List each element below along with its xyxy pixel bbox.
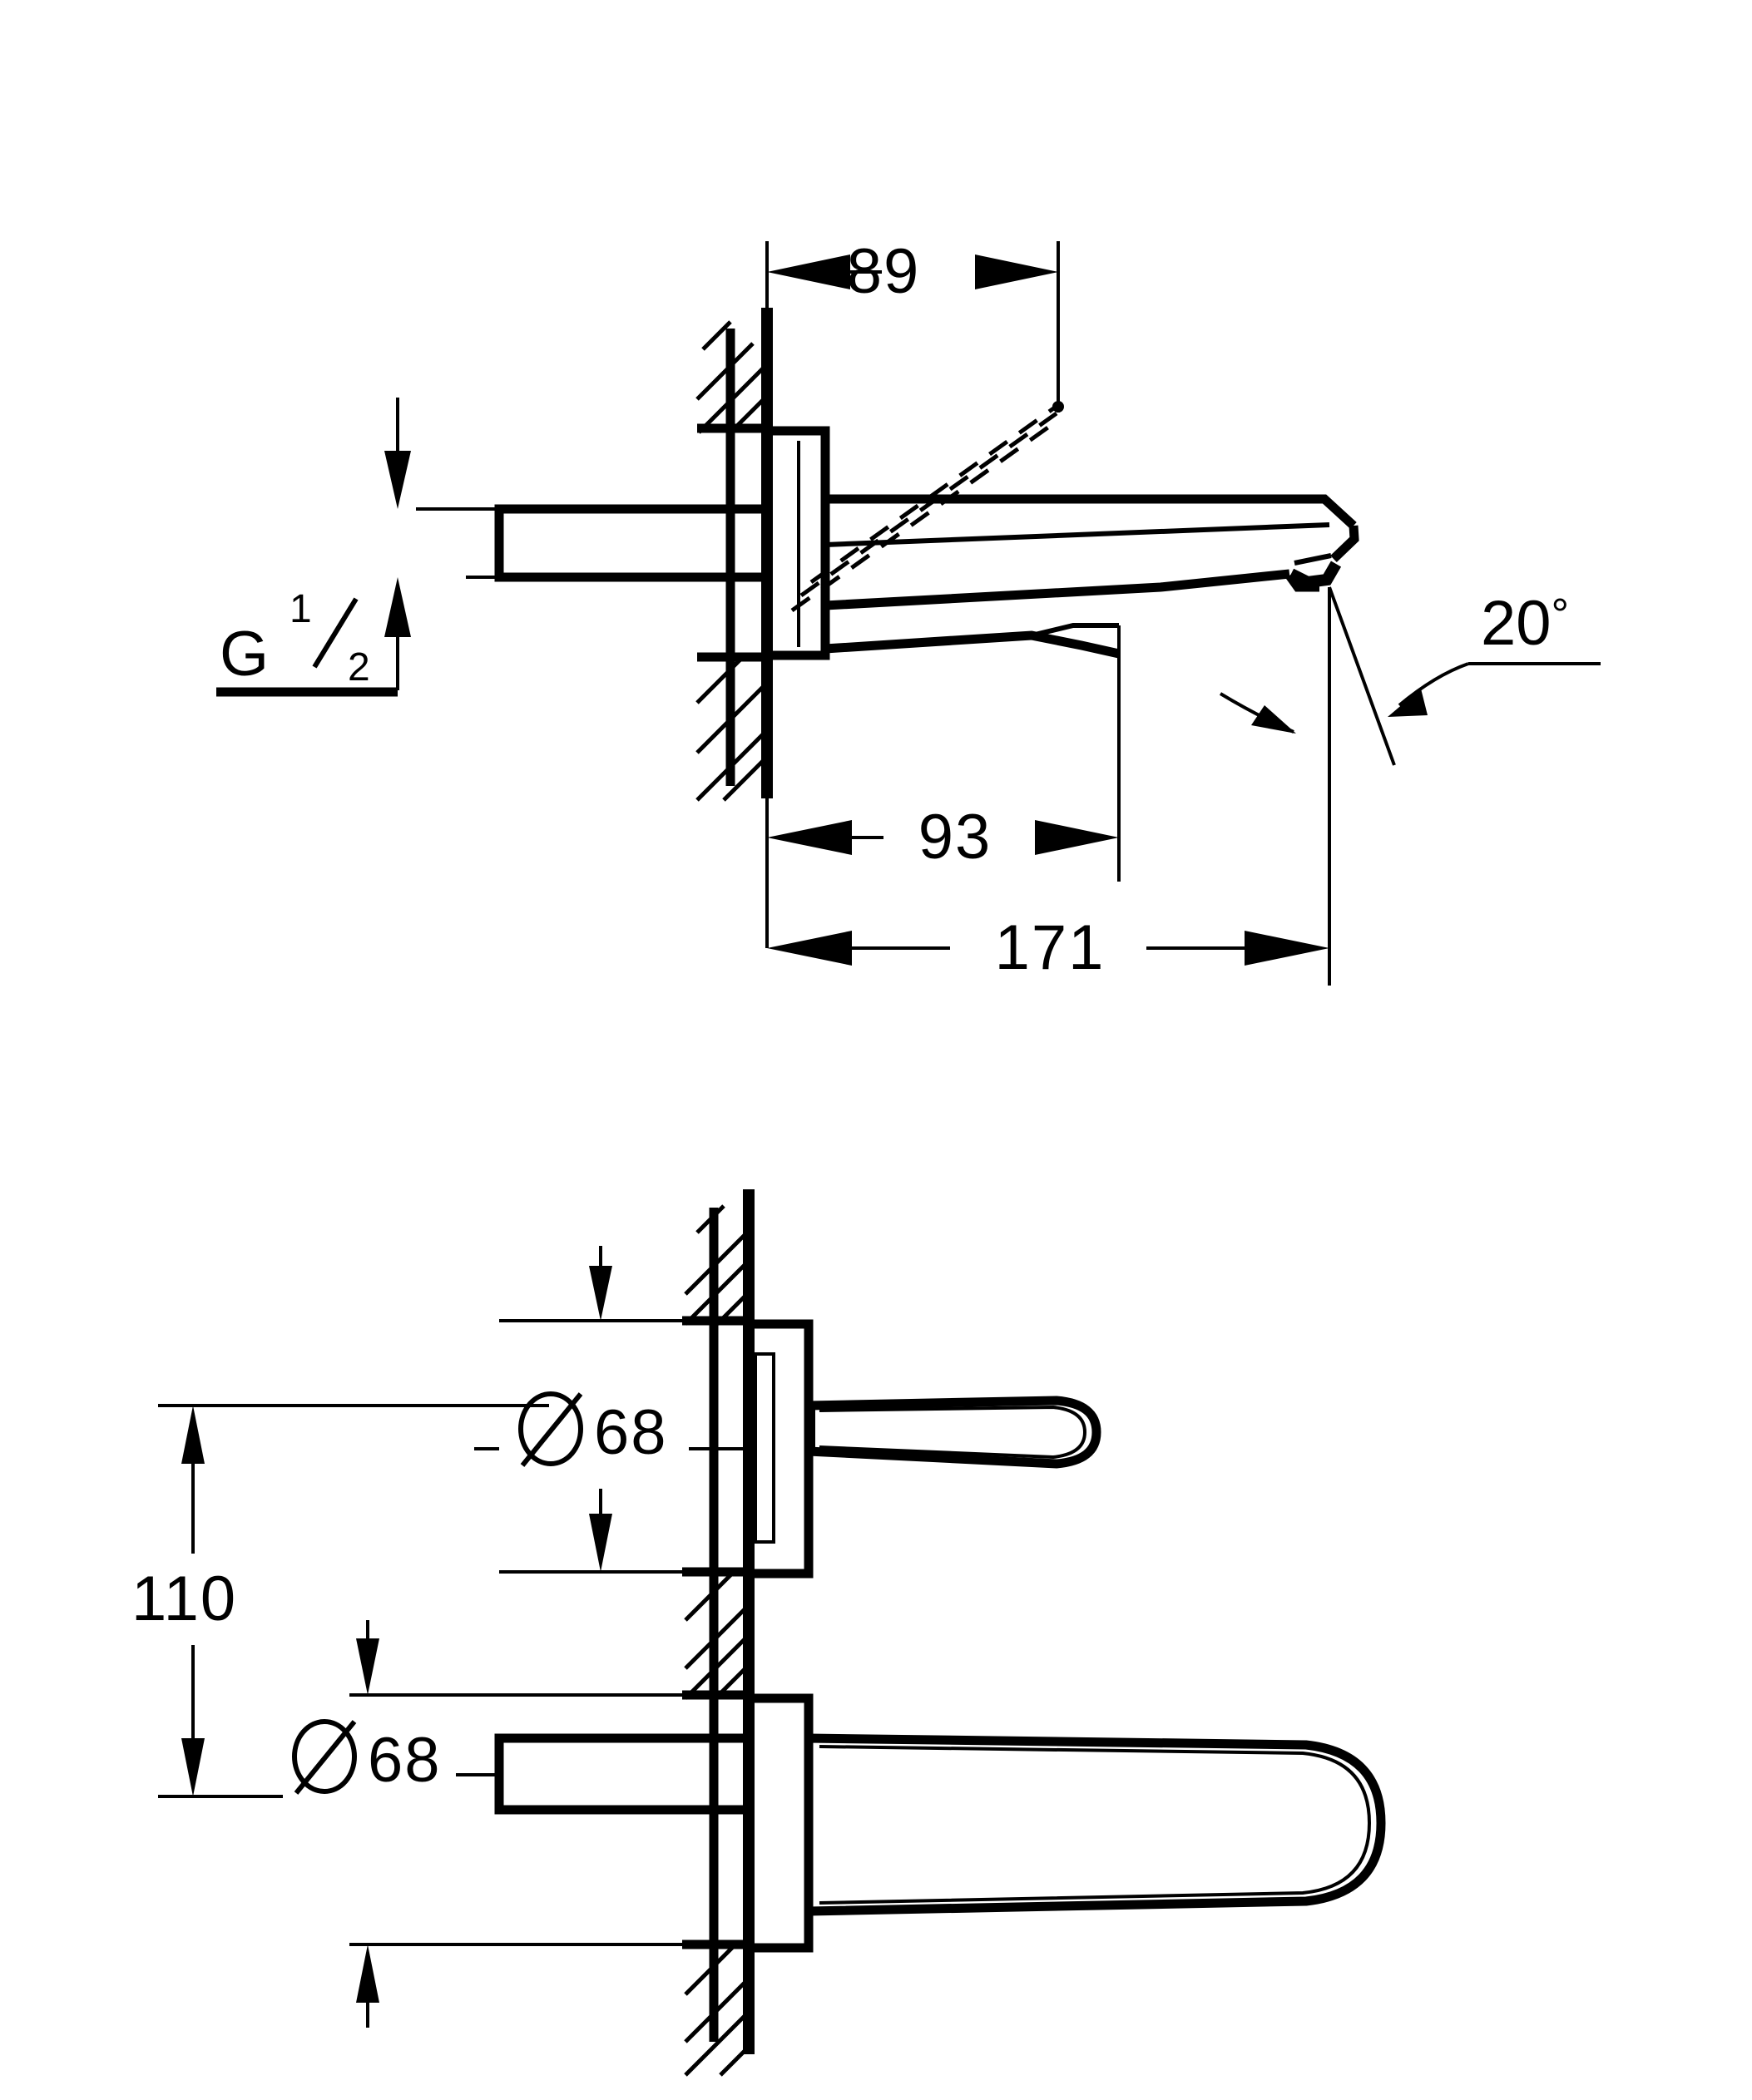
dim93-arrow-left	[767, 820, 852, 855]
angle-arc-left-arrowhead	[1251, 705, 1296, 734]
dimension-171: 171	[767, 840, 1331, 986]
dim89-arrow-right	[975, 254, 1058, 289]
aerator-assembly	[1285, 553, 1342, 592]
dim68l-arrow-bottom-head	[356, 1944, 379, 2003]
dimension-89: 89	[765, 236, 1060, 432]
wall-hatching-lower-b	[684, 1569, 750, 1700]
aerator-rim	[1285, 572, 1319, 592]
inlet-pipe-upper	[466, 504, 772, 582]
dim110-arrow-bottom-head	[181, 1738, 205, 1796]
handle-escutcheon-inner-detail	[754, 1352, 775, 1544]
diameter-symbol-circle-lower	[292, 1719, 357, 1794]
angle-leader-line	[1398, 662, 1469, 707]
escutcheon-flange-upper	[762, 426, 830, 660]
aerator-inner-top	[1294, 553, 1332, 566]
wall-hatching-lower-c	[684, 1943, 750, 2077]
diameter-symbol-slash-upper	[520, 1392, 583, 1467]
lower-front-plan-view: 68 68	[131, 1189, 1386, 2077]
spout-plan-inner-line	[819, 1745, 1372, 1905]
dim171-label: 171	[995, 912, 1106, 983]
spout-nose-edge	[1330, 525, 1359, 562]
dimension-110: 110	[131, 1404, 549, 1798]
spout-lower-edge	[824, 569, 1290, 610]
thread-label-numerator: 1	[290, 587, 312, 631]
dim89-label: 89	[847, 236, 921, 307]
spout-underside-step	[1031, 623, 1119, 638]
wall-hatching-upper	[695, 320, 769, 434]
diameter-symbol-circle-upper	[518, 1391, 583, 1466]
thread-label-denominator: 2	[348, 645, 370, 689]
dim93-arrow-right	[1035, 820, 1119, 855]
diameter-symbol-slash-lower	[294, 1720, 357, 1795]
dim171-arrow-right	[1245, 931, 1329, 966]
thread-label-g-half: G 1 2	[216, 398, 466, 697]
handle-escutcheon-assembly	[744, 1319, 1101, 1579]
aerator-outer	[1288, 561, 1342, 589]
wall-hatching-lower-a	[684, 1204, 750, 1326]
angle-dimension-20: 20°	[1219, 586, 1601, 840]
dim68u-diameter-symbol	[518, 1391, 583, 1467]
handle-lever-inner-line	[819, 1405, 1087, 1460]
spout-body-upper	[824, 494, 1359, 798]
handle-lever-body	[804, 1396, 1101, 1469]
dim68l-label: 68	[368, 1725, 442, 1796]
thread-arrow-top-head	[384, 451, 411, 509]
wall-section-upper	[695, 308, 773, 802]
dim171-arrow-left	[767, 931, 852, 966]
dim110-label: 110	[131, 1564, 237, 1634]
escutcheon-body	[762, 426, 830, 660]
swivel-range-dashed	[790, 403, 1060, 613]
thread-arrow-bottom-head	[384, 577, 411, 637]
thread-label-fraction-slash	[312, 597, 359, 669]
spout-underside-line	[824, 630, 1121, 659]
thread-label-G: G	[220, 619, 270, 689]
upper-side-elevation-view: 20° G 1 2	[216, 236, 1601, 986]
dim110-arrow-top-head	[181, 1406, 205, 1464]
dim68l-arrow-top-head	[356, 1638, 379, 1695]
handle-escutcheon-body	[744, 1319, 814, 1579]
dim93-label: 93	[918, 802, 992, 872]
spout-escutcheon-assembly	[494, 1693, 1386, 1953]
dim89-arrow-left	[767, 254, 850, 289]
wall-hatching-lower	[695, 656, 769, 802]
angle-slant-ref	[1328, 586, 1396, 766]
dimension-diameter-68-upper: 68	[474, 1246, 750, 1574]
spout-plan-outline	[804, 1733, 1386, 1916]
spout-top-edge	[825, 494, 1357, 530]
dimension-diameter-68-lower: 68	[292, 1620, 749, 2028]
dimension-93: 93	[765, 792, 1121, 948]
angle-leader-arrowhead	[1388, 689, 1428, 717]
dim68l-diameter-symbol	[292, 1719, 357, 1795]
spout-escutcheon-body	[744, 1693, 814, 1953]
dim68u-arrow-bottom-head	[589, 1514, 612, 1572]
dim68u-arrow-top-head	[589, 1266, 612, 1321]
spout-inner-line	[824, 522, 1330, 547]
angle-label-20: 20°	[1481, 588, 1569, 659]
dim68u-label: 68	[594, 1397, 668, 1468]
